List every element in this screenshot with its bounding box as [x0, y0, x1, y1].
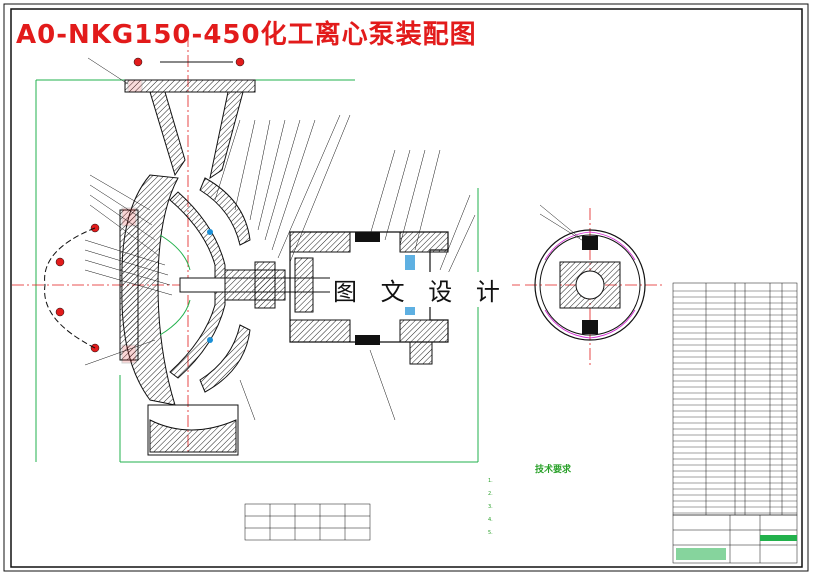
technical-requirements-heading: 技术要求 [535, 465, 572, 475]
technical-requirement-1: 1. [488, 478, 493, 484]
leader-lines [84, 57, 476, 421]
technical-requirement-3: 3. [488, 504, 493, 510]
outer-border [3, 3, 809, 572]
title-block-green-fill [676, 548, 726, 560]
parameters-table [244, 503, 371, 541]
drawing-title: A0-NKG150-450化工离心泵装配图 [16, 20, 477, 50]
technical-requirement-2: 2. [488, 491, 493, 497]
bearing-housing [289, 231, 449, 365]
technical-requirement-5: 5. [488, 530, 493, 536]
section-view [534, 204, 646, 341]
technical-requirement-4: 4. [488, 517, 493, 523]
pump-casing [119, 174, 251, 456]
impeller [159, 191, 226, 379]
inlet-nozzle [124, 61, 256, 180]
bolt-circle-arc [44, 227, 96, 349]
parts-list-rows [673, 290, 797, 514]
title-block-green-bar [760, 535, 797, 541]
watermark: 图 文 设 计 [330, 272, 511, 307]
inner-border [10, 8, 803, 568]
